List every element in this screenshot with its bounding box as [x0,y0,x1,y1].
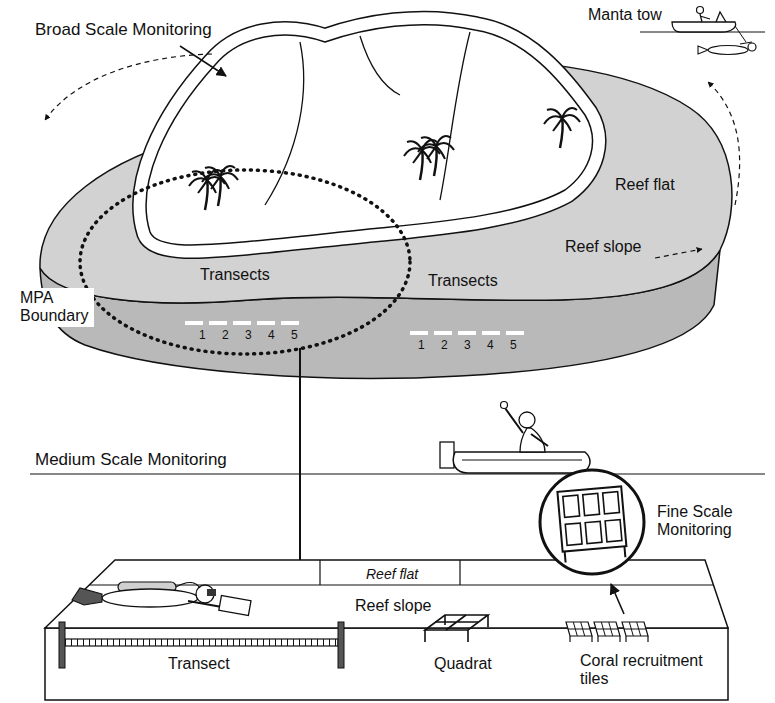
transect-lines-part [185,321,305,325]
diver-part [72,588,102,605]
magnifier-inset-part-part [563,495,580,517]
scale-heading: Fine Scale Monitoring [657,503,757,540]
magnifier-inset-part [611,584,624,614]
diver-part [102,589,198,607]
manta-tow-boat-part [708,46,748,55]
manta-tow-boat-part [700,12,726,22]
quadrat-part [435,615,478,630]
transect-tape-part [338,622,344,668]
transect-number: 3 [245,329,252,343]
tow-path-arrows [45,54,740,258]
magnifier-inset-part-part [583,493,600,515]
transect-number: 1 [199,329,206,343]
recruitment-tiles [566,622,648,642]
island-part [146,25,592,245]
method-label: Manta tow [588,6,662,24]
transect-tape-part [65,639,338,646]
magnifier-inset [540,470,644,614]
manta-tow-boat-part [697,7,704,14]
manta-tow-boat-part [735,26,746,42]
zone-label: Reef flat [366,566,418,582]
recruitment-tiles-part [566,622,592,642]
transect-number: 3 [464,339,471,353]
diver-part [207,589,216,596]
manta-tow-boat-part [672,22,736,32]
zone-label: Reef slope [565,238,642,256]
scale-heading: Broad Scale Monitoring [35,20,212,40]
recruitment-tiles-part [622,622,648,642]
island-part [544,108,580,148]
island [146,25,592,245]
zone-label: Reef slope [355,597,432,615]
medium-scale-boat-part [519,412,535,428]
magnifier-inset-part-part [605,520,622,542]
medium-scale-boat-part [453,452,590,473]
transect-number: 1 [418,339,425,353]
boundary-label: MPA Boundary [18,288,94,327]
magnifier-inset-part [540,470,644,574]
magnifier-inset-part-part [565,523,582,545]
diver-part [188,601,222,607]
diver-part [176,583,200,588]
island-part [418,136,454,176]
magnifier-inset-part [557,486,627,562]
magnifier-inset-part-part [557,486,626,551]
tow-path-arrows-part [45,54,212,120]
transect-tape-part [65,639,338,646]
zone-label: Reef flat [615,176,675,194]
medium-scale-boat [30,402,765,475]
manta-tow-boat-part [698,42,752,54]
recruitment-tiles-part [594,622,620,642]
island-part [265,32,470,205]
transect-number: 4 [268,329,275,343]
magnifier-inset-part-part [565,546,626,562]
medium-scale-boat-part [440,442,454,468]
medium-scale-boat-part [462,460,582,461]
island-part [146,25,592,245]
medium-scale-boat-part [501,402,508,409]
medium-scale-boat-part [30,473,765,474]
quadrat-part [425,615,488,642]
island-part [146,25,592,245]
method-label: Coral recruitment tiles [580,652,720,689]
pointer-arrow [180,46,226,76]
transect-label: Transects [428,272,498,290]
scale-heading: Medium Scale Monitoring [35,450,227,470]
tow-path-arrows-part [655,249,702,258]
quadrat [425,615,488,642]
magnifier-inset-part-part [585,521,602,543]
diver-part [219,596,251,616]
transect-number: 2 [222,329,229,343]
transect-number: 2 [441,339,448,353]
transect-lines-part [410,331,528,335]
tow-path-arrows-part [708,82,740,205]
mpa-boundary [80,170,410,354]
method-label: Transect [168,655,230,673]
manta-tow-boat-part [748,43,756,51]
medium-scale-boat-part [505,408,548,446]
quadrat-part [425,615,488,630]
method-label: Quadrat [434,655,492,673]
reef-block [45,560,728,700]
magnifier-inset-part-part [603,492,620,514]
transect-tape-part [59,622,65,668]
medium-scale-boat-part [520,428,545,452]
transect-number: 4 [487,339,494,353]
transect-number: 5 [510,339,517,353]
transect-number: 5 [291,329,298,343]
transect-label: Transects [200,266,270,284]
diver [72,582,251,615]
reef-block-part [45,560,728,628]
